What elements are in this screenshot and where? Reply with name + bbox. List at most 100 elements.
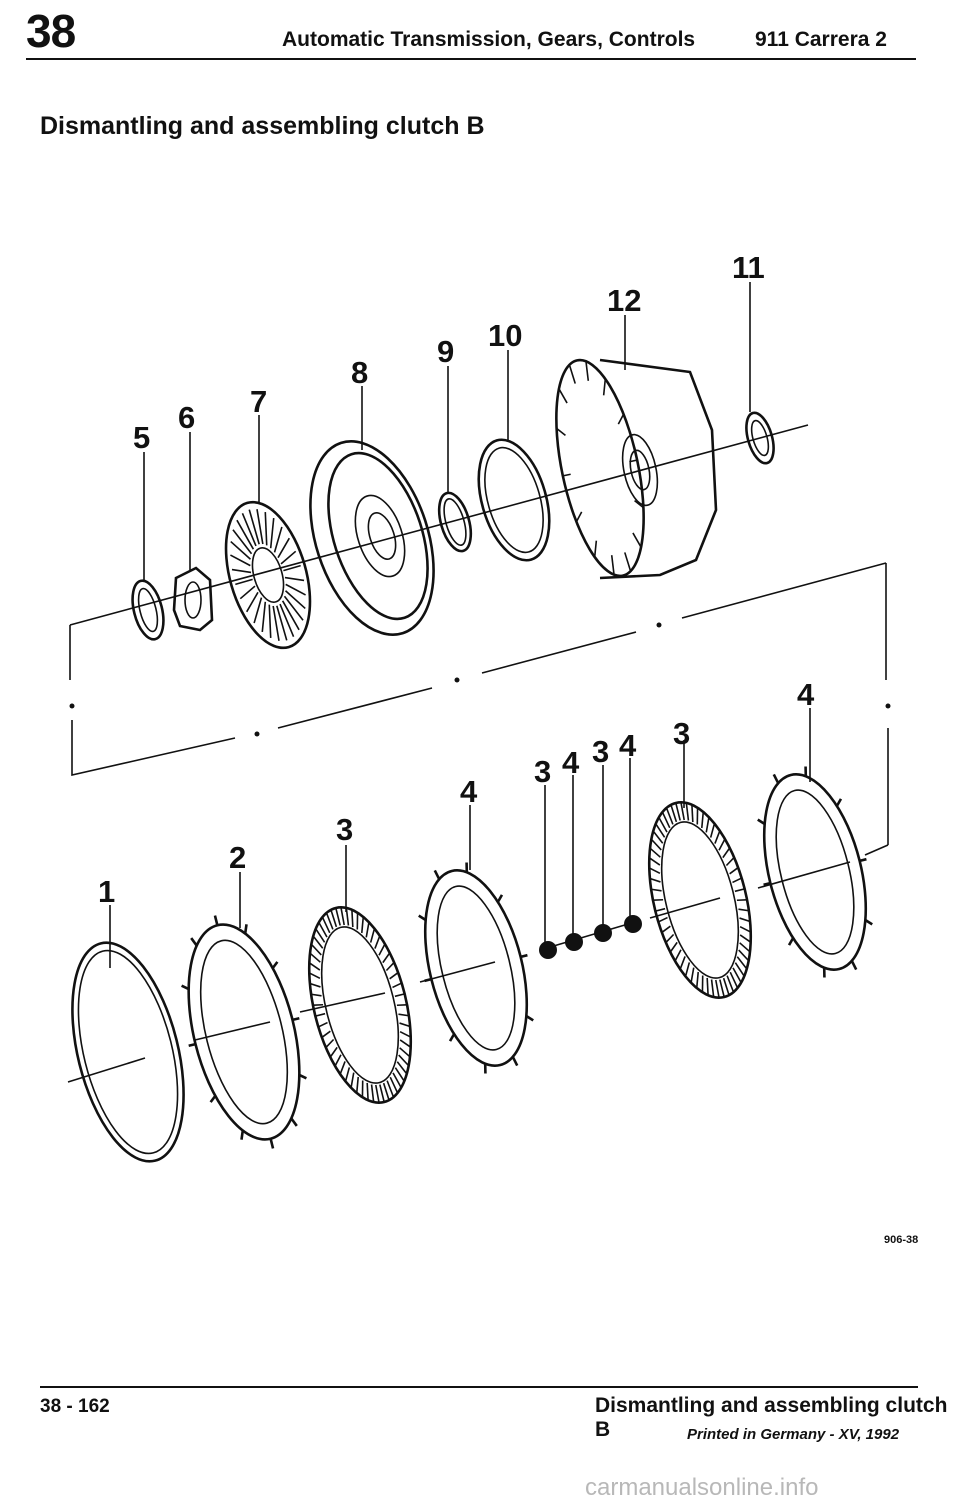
callout-3: 3 [336, 812, 353, 847]
friction-lining-line [344, 1067, 351, 1082]
friction-lining-line [235, 578, 253, 586]
assembly-frame [69, 562, 891, 856]
friction-lining-line [389, 971, 399, 980]
plate-tab [190, 937, 198, 947]
plate-tab [511, 1056, 519, 1067]
friction-lining-line [705, 817, 710, 833]
plate-tab [835, 798, 843, 807]
friction-lining-line [734, 962, 745, 977]
friction-lining-line [230, 554, 251, 567]
friction-lining-line [281, 600, 300, 631]
friction-lining-line [695, 971, 700, 989]
friction-lining-line [714, 830, 721, 844]
part-11-snap-ring [745, 282, 775, 465]
friction-lining-line [276, 605, 288, 641]
friction-lining-line [385, 961, 395, 972]
friction-lining-line [272, 605, 280, 641]
plate-tab [772, 773, 780, 784]
friction-lining-line [241, 513, 257, 547]
friction-lining-line [369, 928, 376, 943]
friction-lining-line [382, 952, 391, 964]
friction-lining-line [284, 590, 306, 610]
part-3-friction-disc-upper [647, 740, 753, 999]
part-4-steel-disc [418, 805, 534, 1074]
callout-9: 9 [437, 334, 454, 369]
friction-lining-line [308, 972, 321, 980]
plate-tab [213, 915, 219, 926]
friction-lining-line [649, 877, 661, 883]
friction-lining-line [256, 509, 264, 545]
plate-tab [188, 1042, 196, 1048]
friction-lining-line [321, 916, 331, 934]
friction-lining-line [732, 877, 742, 884]
friction-lining-line [378, 943, 386, 956]
friction-lining-line [315, 928, 326, 943]
friction-lining-line [632, 532, 642, 548]
friction-lining-line [650, 838, 662, 851]
friction-lining-line [261, 601, 267, 633]
page-number: 38 - 162 [40, 1396, 110, 1417]
friction-lining-line [610, 555, 615, 575]
callout-1: 1 [98, 874, 115, 909]
friction-lining-line [232, 529, 253, 555]
plate-tab [520, 953, 528, 959]
friction-lining-line [700, 811, 705, 829]
friction-lining-line [394, 1067, 405, 1082]
part-8-piston [309, 386, 435, 636]
friction-lining-line [245, 591, 259, 613]
friction-lining-line [739, 934, 752, 943]
friction-lining-line [284, 576, 305, 582]
plate-tab [496, 894, 504, 903]
plate-tab [525, 1014, 534, 1022]
friction-lining-line [350, 1072, 355, 1088]
friction-lining-line [392, 1072, 402, 1088]
callout-10: 10 [488, 318, 522, 353]
friction-lining-line [648, 867, 661, 875]
friction-lining-line [351, 909, 354, 928]
friction-lining-line [562, 473, 571, 477]
friction-lining-line [321, 1030, 331, 1039]
friction-lining-line [738, 908, 750, 912]
part-6-retainer [172, 432, 214, 632]
header-model: 911 Carrera 2 [755, 28, 887, 51]
friction-lining-line [239, 585, 256, 600]
friction-lining-line [398, 1013, 410, 1017]
friction-lining-line [556, 427, 566, 437]
friction-lining-line [399, 1022, 411, 1028]
friction-lining-line [675, 802, 681, 821]
friction-lining-line [739, 942, 751, 953]
part-5-snap-ring [131, 452, 165, 641]
callout-2: 2 [229, 840, 246, 875]
callout-4: 4 [562, 745, 580, 780]
friction-lining-line [729, 866, 739, 875]
friction-lining-line [649, 847, 661, 858]
plate-tab [850, 960, 858, 971]
friction-lining-line [308, 962, 321, 971]
friction-lining-line [661, 925, 671, 934]
callout-6: 6 [178, 400, 195, 435]
section-title: Dismantling and assembling clutch B [40, 112, 485, 140]
friction-lining-line [355, 1076, 360, 1094]
plate-tab [864, 918, 873, 926]
part-4-steel-disc-upper [757, 708, 873, 978]
printed-note: Printed in Germany - XV, 1992 [687, 1426, 900, 1443]
part-10-o-ring [477, 350, 551, 562]
friction-lining-line [718, 838, 726, 851]
plate-tab [292, 1016, 300, 1022]
friction-lining-line [585, 361, 590, 381]
plate-tab [859, 857, 867, 863]
friction-lining-line [386, 1080, 395, 1098]
friction-lining-line [674, 949, 682, 962]
callout-5: 5 [133, 420, 150, 455]
friction-lining-line [396, 1061, 408, 1075]
friction-lining-line [329, 1046, 338, 1058]
friction-lining-line [558, 388, 568, 404]
friction-lining-line [335, 907, 341, 926]
friction-lining-line [710, 979, 715, 998]
friction-lining-line [277, 537, 291, 559]
part-1-snap-ring [71, 905, 185, 1163]
friction-lining-line [382, 1082, 390, 1101]
plate-tab [290, 1117, 298, 1127]
friction-lining-line [399, 1039, 412, 1048]
friction-lining-line [665, 933, 675, 944]
